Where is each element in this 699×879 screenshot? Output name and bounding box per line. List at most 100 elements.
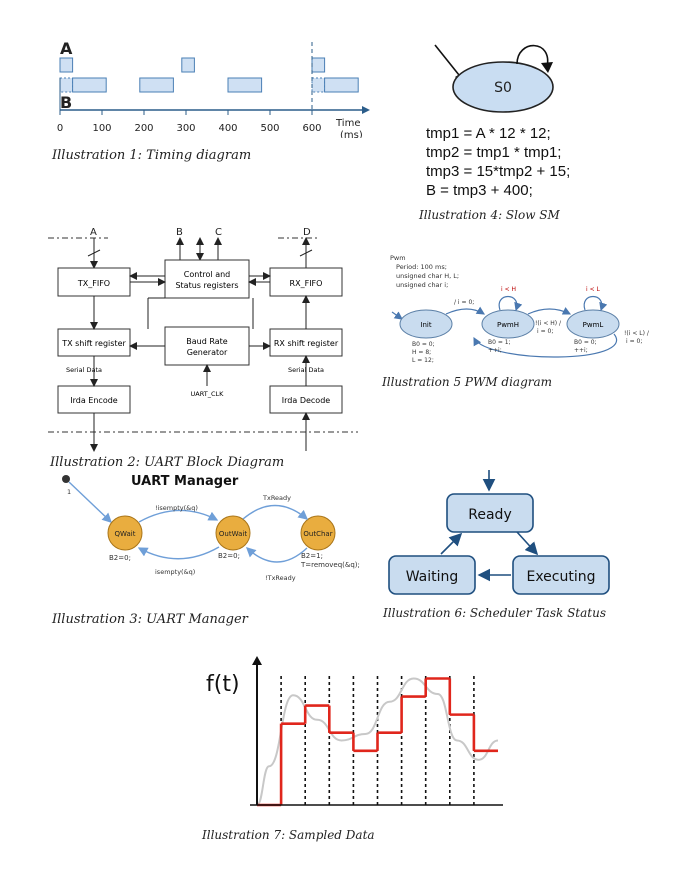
block-rx-shift-label: RX shift register <box>274 339 339 348</box>
pwm-l-action: B0 = 0; <box>574 339 597 346</box>
code-line: tmp1 = A * 12 * 12; <box>426 125 551 142</box>
pwm-t-l-back-1: !(i < L) / <box>624 330 650 337</box>
continuous-signal <box>256 677 499 806</box>
pwm-t-l-self: i < L <box>586 286 601 293</box>
pwm-state-pwml <box>566 309 620 339</box>
pwm-header-period: Period: 100 ms; <box>396 263 447 271</box>
signal-a-pulse <box>311 57 326 73</box>
signal-b-pulse <box>227 77 263 93</box>
block-irda-encode <box>57 385 131 414</box>
pwm-l-action: ++i; <box>574 347 588 354</box>
pin-a: A <box>90 227 97 238</box>
uart-clk-label: UART_CLK <box>191 390 225 398</box>
block-control-label-1: Control and <box>184 270 231 279</box>
initial-state-dot <box>62 475 70 483</box>
signal-b-pulse <box>324 77 359 93</box>
pwm-header-name: Pwm <box>390 254 406 262</box>
code-line: tmp3 = 15*tmp2 + 15; <box>426 163 571 180</box>
pwm-t-h-to-l-1: !(i < H) / <box>535 320 562 327</box>
state-executing <box>512 555 610 595</box>
pin-b: B <box>176 227 183 238</box>
block-tx-fifo-label: TX_FIFO <box>77 279 110 288</box>
serial-data-right: Serial Data <box>288 366 324 374</box>
time-tick-label: 0 <box>57 123 63 134</box>
pwm-header-vars2: unsigned char i; <box>396 281 448 289</box>
initial-label: 1 <box>67 488 71 496</box>
outwait-action: B2=0; <box>218 552 240 560</box>
pwm-state-pwml-label: PwmL <box>583 321 604 329</box>
code-line: tmp2 = tmp1 * tmp1; <box>426 144 562 161</box>
pwm-state-init <box>399 309 453 339</box>
pwm-diagram: Pwm Period: 100 ms; unsigned char H, L; … <box>390 254 650 364</box>
signal-b-pulse <box>59 77 74 93</box>
state-executing-label: Executing <box>526 569 595 585</box>
state-s0-label: S0 <box>494 80 512 96</box>
signal-b-pulse <box>311 77 326 93</box>
pin-c: C <box>215 227 222 238</box>
pwm-header-vars1: unsigned char H, L; <box>396 272 459 280</box>
uart-block-diagram: A B C D TX_FIFO Control and Status regis… <box>48 227 358 452</box>
t-q-to-out: !isempty(&q) <box>155 504 198 512</box>
pwm-init-action: L = 12; <box>412 357 434 364</box>
caption-uart-manager: Illustration 3: UART Manager <box>52 612 248 627</box>
caption-sampled: Illustration 7: Sampled Data <box>202 828 375 842</box>
block-irda-decode-label: Irda Decode <box>282 396 330 405</box>
pwm-t-init: / i = 0; <box>454 299 474 306</box>
pwm-t-h-to-l-2: i = 0; <box>537 328 553 335</box>
state-outchar-label: OutChar <box>303 530 332 538</box>
block-baud-label-2: Generator <box>187 348 228 357</box>
t-out-to-char: TxReady <box>262 494 291 502</box>
outchar-action-1: B2=1; <box>301 552 323 560</box>
block-control-status <box>164 259 250 299</box>
block-rx-shift <box>269 328 343 357</box>
pwm-state-pwmh-label: PwmH <box>497 321 519 329</box>
pwm-t-h-self: i < H <box>501 286 516 293</box>
time-tick-label: 500 <box>260 123 279 134</box>
caption-timing: Illustration 1: Timing diagram <box>52 148 252 163</box>
block-tx-shift-label: TX shift register <box>61 339 126 348</box>
block-baud-label-1: Baud Rate <box>186 337 228 346</box>
state-ready <box>446 493 534 533</box>
time-axis-unit: (ms) <box>340 130 363 138</box>
t-out-to-q: isempty(&q) <box>155 568 195 576</box>
state-outwait <box>215 515 251 551</box>
pwm-h-action: ++i; <box>488 347 502 354</box>
pwm-state-pwmh <box>481 309 535 339</box>
state-waiting <box>388 555 476 595</box>
pwm-init-action: B0 = 0; <box>412 341 435 348</box>
signal-a-pulse <box>59 57 74 73</box>
pwm-init-action: H = 8; <box>412 349 431 356</box>
pin-d: D <box>303 227 311 238</box>
caption-pwm: Illustration 5 PWM diagram <box>382 375 553 389</box>
pwm-h-action: B0 = 1; <box>488 339 511 346</box>
signal-a-pulse <box>181 57 195 73</box>
time-tick-label: 400 <box>218 123 237 134</box>
serial-data-left: Serial Data <box>66 366 102 374</box>
sampled-ylabel: f(t) <box>206 672 240 697</box>
state-s0 <box>452 61 554 113</box>
caption-scheduler: Illustration 6: Scheduler Task Status <box>383 606 606 620</box>
timing-axis-arrow <box>362 106 370 114</box>
pwm-state-init-label: Init <box>420 321 431 329</box>
scheduler-diagram: Ready Waiting Executing <box>388 470 610 595</box>
time-tick-label: 200 <box>134 123 153 134</box>
qwait-action: B2=0; <box>109 554 131 562</box>
signal-b-pulse <box>72 77 107 93</box>
state-outchar <box>300 515 336 551</box>
signal-a-label: A <box>60 39 73 58</box>
state-waiting-label: Waiting <box>406 569 459 585</box>
state-qwait <box>107 515 143 551</box>
uart-manager-title: UART Manager <box>131 474 239 489</box>
time-tick-label: 300 <box>176 123 195 134</box>
time-tick-label: 600 <box>302 123 321 134</box>
block-baud-rate <box>164 326 250 366</box>
state-ready-label: Ready <box>468 507 511 523</box>
uart-manager-diagram: UART Manager 1 QWait OutWait OutChar !is… <box>62 474 360 582</box>
state-qwait-label: QWait <box>115 530 136 538</box>
pwm-t-l-back-2: i = 0; <box>626 338 642 345</box>
s0-self-loop <box>516 44 549 68</box>
slow-sm-diagram: S0 <box>434 44 554 113</box>
signal-b-pulse <box>139 77 174 93</box>
sampled-data-chart: f(t) <box>206 656 503 807</box>
